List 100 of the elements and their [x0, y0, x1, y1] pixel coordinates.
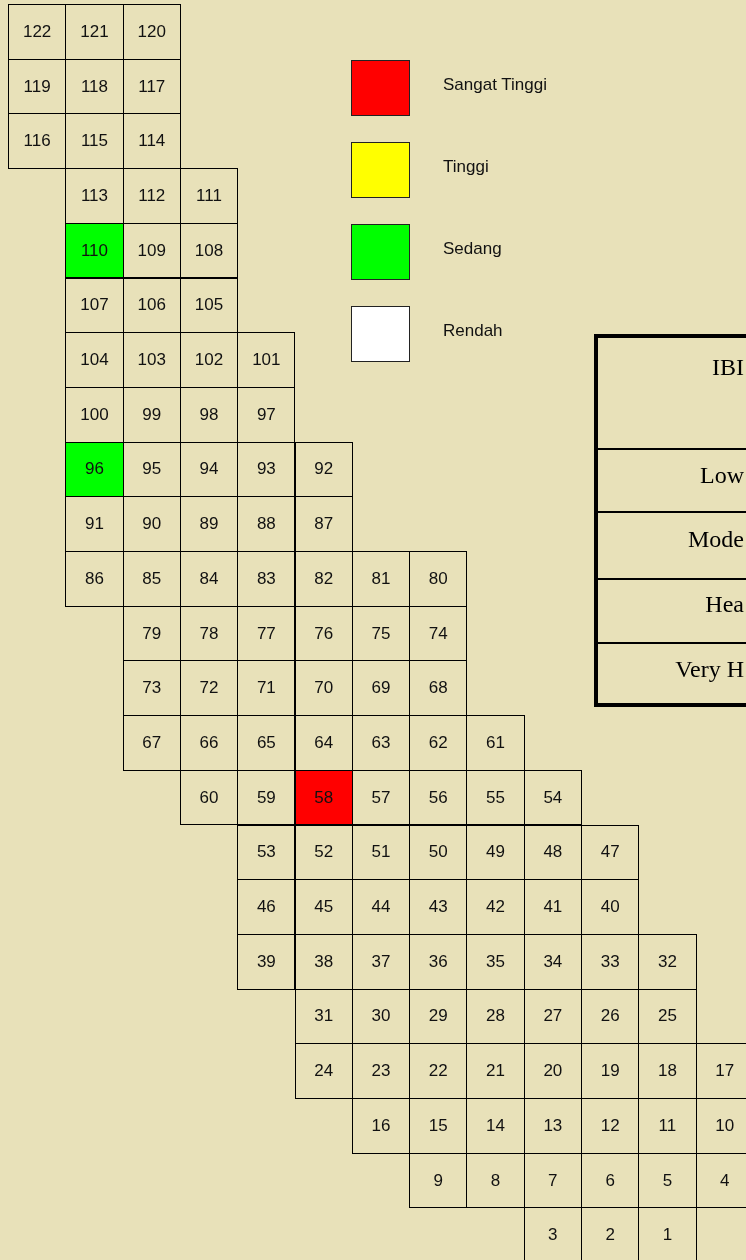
cell-number: 70 [314, 678, 334, 699]
cell-number: 29 [428, 1006, 448, 1027]
grid-cell [523, 769, 582, 826]
cell-number: 122 [22, 21, 52, 42]
legend-label: Sedang [443, 239, 502, 259]
cell-number: 24 [314, 1061, 334, 1082]
grid-cell [8, 4, 67, 60]
cell-number: 64 [314, 732, 334, 753]
cell-number: 39 [256, 951, 276, 972]
cell-number: 119 [23, 76, 51, 97]
cell-number: 53 [256, 842, 276, 863]
cell-number: 51 [371, 842, 391, 863]
cell-number: 12 [600, 1115, 620, 1136]
cell-number: 115 [80, 131, 108, 152]
grid-cell [294, 441, 353, 498]
cell-number: 32 [658, 951, 677, 972]
legend-label: Tinggi [443, 157, 489, 177]
cell-number: 36 [428, 951, 448, 972]
grid-cell [294, 496, 353, 552]
cell-number: 84 [199, 568, 219, 589]
cell-number: 42 [486, 897, 505, 918]
cell-number: 30 [371, 1006, 391, 1027]
cell-number: 7 [548, 1170, 558, 1191]
cell-number: 3 [548, 1225, 558, 1246]
cell-number: 54 [543, 787, 563, 808]
grid-cell [294, 1043, 353, 1099]
cell-number: 76 [314, 623, 334, 644]
cell-number: 91 [85, 514, 104, 535]
cell-number: 100 [80, 404, 109, 425]
cell-number: 118 [80, 76, 108, 97]
cell-number: 112 [138, 185, 166, 206]
cell-number: 50 [428, 842, 448, 863]
cell-number: 1 [662, 1225, 673, 1246]
cell-number: 55 [486, 787, 505, 808]
grid-cell [65, 441, 124, 498]
table-cell-text: Low [700, 462, 744, 489]
cell-number: 59 [256, 787, 276, 808]
cell-number: 60 [199, 787, 219, 808]
cell-number: 38 [314, 951, 334, 972]
cell-number: 104 [80, 350, 109, 371]
cell-number: 111 [196, 185, 222, 206]
cell-number: 58 [314, 787, 334, 808]
cell-number: 102 [194, 350, 224, 371]
cell-number: 73 [142, 678, 162, 699]
grid-cell [122, 4, 181, 60]
cell-number: 68 [428, 678, 448, 699]
cell-number: 20 [543, 1061, 563, 1082]
cell-number: 26 [600, 1006, 620, 1027]
cell-number: 61 [486, 732, 505, 753]
cell-number: 47 [600, 842, 620, 863]
grid-cell [179, 168, 239, 224]
cell-number: 19 [600, 1061, 620, 1082]
cell-number: 33 [600, 951, 620, 972]
cell-number: 49 [486, 842, 505, 863]
cell-number: 43 [428, 897, 448, 918]
grid-cell [237, 824, 296, 881]
legend-label: Sangat Tinggi [443, 75, 547, 95]
grid-cell [237, 332, 296, 388]
cell-number: 96 [85, 459, 104, 480]
cell-number: 98 [199, 404, 219, 425]
cell-number: 87 [314, 514, 334, 535]
cell-number: 107 [80, 295, 109, 316]
cell-number: 80 [428, 568, 448, 589]
cell-number: 34 [543, 951, 563, 972]
cell-number: 72 [199, 678, 219, 699]
grid-cell [65, 551, 124, 607]
cell-number: 69 [371, 678, 391, 699]
cell-number: 103 [137, 350, 166, 371]
cell-number: 110 [80, 240, 108, 261]
grid-cell [351, 1098, 411, 1154]
grid-cell [65, 277, 124, 334]
cell-number: 28 [486, 1006, 505, 1027]
cell-number: 27 [543, 1006, 563, 1027]
cell-number: 2 [605, 1225, 615, 1246]
cell-number: 14 [486, 1115, 505, 1136]
cell-number: 86 [85, 568, 104, 589]
table-cell-text: IBI [712, 354, 744, 381]
grid-cell [179, 277, 239, 334]
cell-number: 95 [142, 459, 162, 480]
cell-number: 120 [137, 21, 166, 42]
cell-number: 77 [256, 623, 276, 644]
cell-number: 81 [371, 568, 391, 589]
cell-number: 62 [428, 732, 448, 753]
grid-cell [65, 222, 124, 279]
cell-number: 22 [428, 1061, 448, 1082]
grid-cell [237, 769, 296, 826]
cell-number: 116 [23, 131, 51, 152]
cell-number: 89 [199, 514, 219, 535]
cell-number: 101 [252, 350, 281, 371]
cell-number: 90 [142, 514, 162, 535]
legend-label: Rendah [443, 321, 503, 341]
cell-number: 40 [600, 897, 620, 918]
cell-number: 4 [720, 1170, 730, 1191]
grid-cell [466, 715, 525, 771]
cell-number: 25 [658, 1006, 677, 1027]
cell-number: 8 [490, 1170, 501, 1191]
cell-number: 31 [314, 1006, 334, 1027]
cell-number: 46 [256, 897, 276, 918]
cell-number: 71 [256, 678, 276, 699]
cell-number: 113 [80, 185, 108, 206]
